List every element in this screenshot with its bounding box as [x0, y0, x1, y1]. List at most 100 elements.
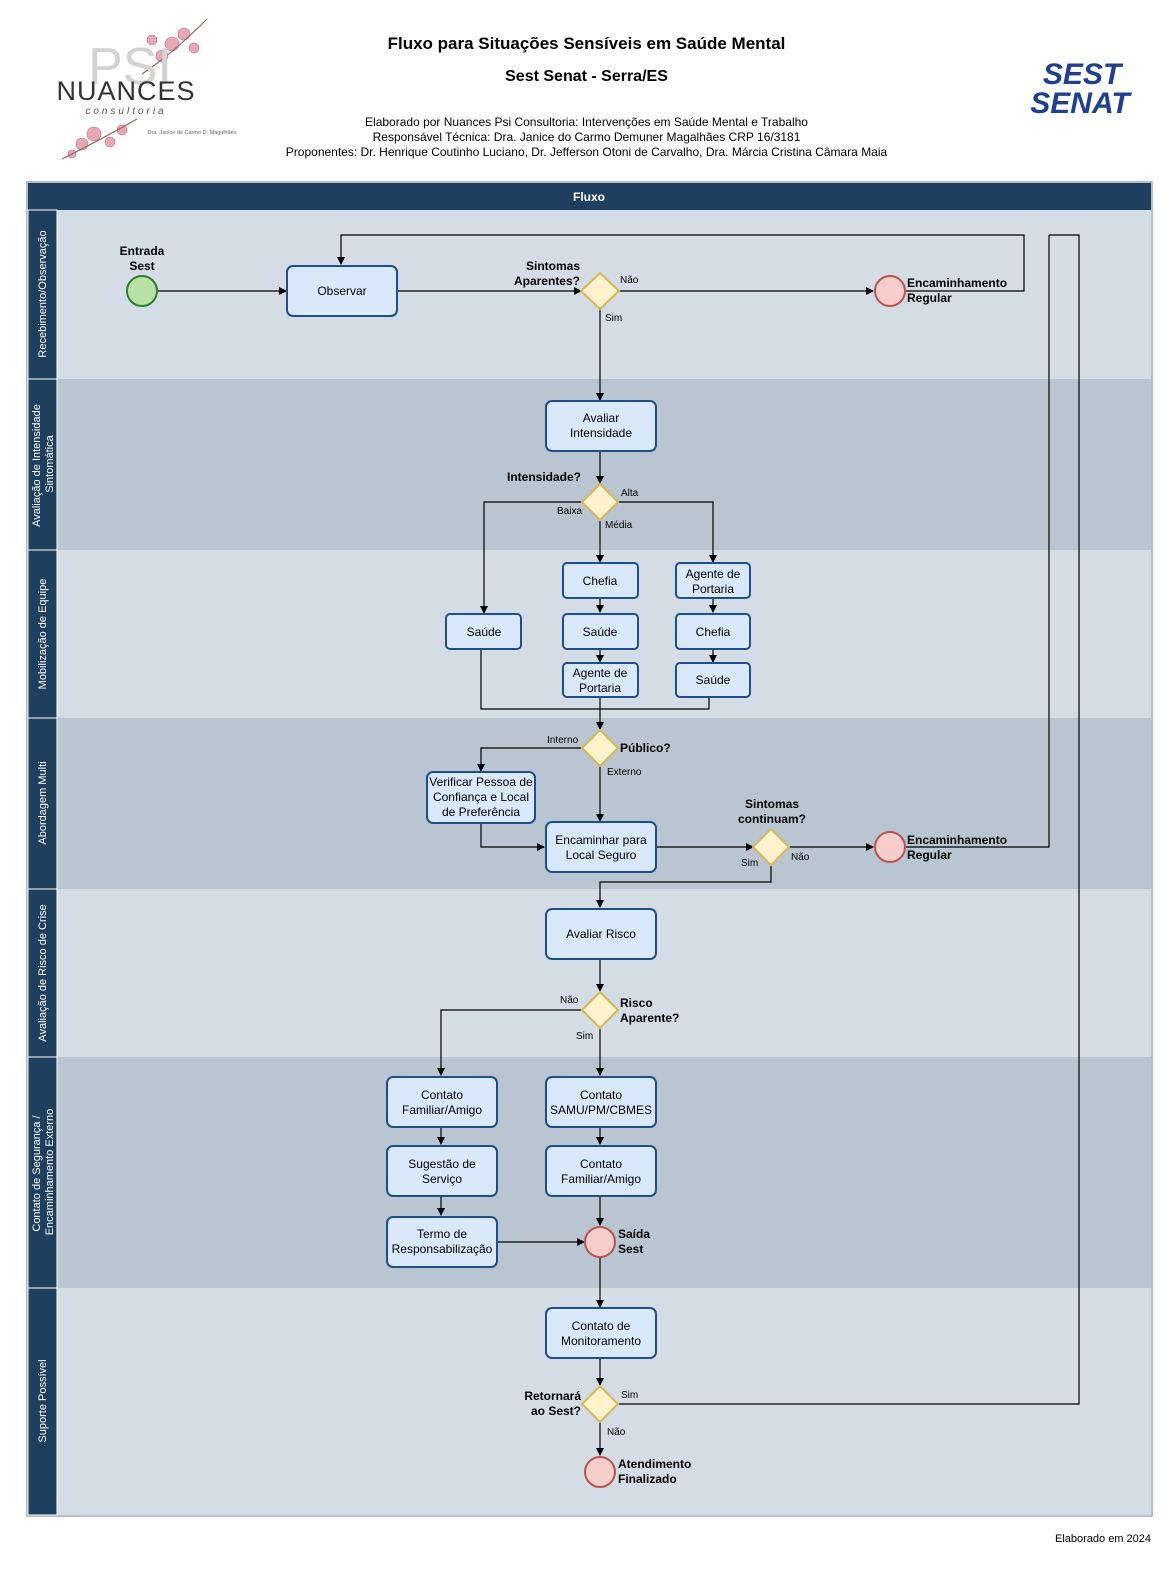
sest-wordmark: SEST [1043, 58, 1124, 91]
edge-label-continuam-sim: Sim [741, 858, 758, 869]
task-saude-alta[interactable] [675, 662, 751, 698]
gateway-retorno[interactable] [580, 1384, 620, 1424]
label-q-publico: Público? [620, 741, 671, 755]
lane-header-abordagem [27, 717, 58, 890]
task-observar[interactable] [286, 265, 398, 317]
edge-label-publico-interno: Interno [547, 735, 579, 746]
task-avaliar-intensidade[interactable] [545, 400, 657, 452]
nuances-signature: Dra. Janice do Carmo D. Magalhães [148, 130, 237, 136]
label-observar: Observar [317, 284, 366, 298]
page-title: Fluxo para Situações Sensíveis em Saúde … [387, 34, 786, 53]
task-monitoramento[interactable] [545, 1307, 657, 1359]
page-subtitle: Sest Senat - Serra/ES [505, 68, 668, 85]
nuances-wordmark: NUANCES [56, 76, 195, 106]
gateway-intensidade[interactable] [580, 482, 620, 522]
end-event-saida[interactable] [584, 1226, 616, 1258]
lane-header-recebimento [27, 209, 58, 380]
task-sugestao[interactable] [386, 1145, 498, 1197]
end-event-finalizado[interactable] [584, 1456, 616, 1488]
edge-label-intensidade-alta: Alta [621, 488, 639, 499]
gateway-continuam[interactable] [751, 827, 791, 867]
edge-label-intensidade-media: Média [605, 520, 633, 531]
edge-label-retorno-sim: Sim [621, 1390, 638, 1401]
task-saude-media[interactable] [562, 613, 639, 650]
lane-label-recebimento: Recebimento/Observação [37, 230, 49, 357]
edge-label-risco-nao: Não [560, 995, 579, 1006]
edge-label-sintomas-nao: Não [620, 275, 639, 286]
edge-verificar-encaminhar [480, 823, 545, 851]
edge-label-sintomas-sim: Sim [605, 313, 622, 324]
footer-date: Elaborado em 2024 [1054, 1533, 1151, 1545]
label-chefia-media: Chefia [583, 574, 618, 588]
task-saude-baixa[interactable] [445, 613, 522, 650]
task-encaminhar[interactable] [545, 821, 657, 873]
label-chefia-alta: Chefia [696, 625, 731, 639]
edge-intensidade-baixa [480, 501, 582, 614]
credit-line-2: Responsável Técnica: Dra. Janice do Carm… [372, 130, 801, 144]
gateway-sintomas[interactable] [579, 271, 621, 311]
nuances-psi-logo: PSI NUANCES consultoria Dra. Janice do C… [56, 18, 237, 160]
task-portaria-alta[interactable] [675, 562, 751, 599]
task-termo[interactable] [386, 1216, 498, 1268]
end-event-regular-1[interactable] [874, 275, 906, 307]
gateway-publico[interactable] [580, 728, 620, 768]
edge-continuam-sim [596, 864, 772, 908]
label-saude-baixa: Saúde [467, 625, 502, 639]
lane-label-abordagem: Abordagem Multi [37, 761, 49, 844]
label-saude-media: Saúde [583, 625, 618, 639]
task-chefia-media[interactable] [562, 562, 639, 599]
credit-line-1: Elaborado por Nuances Psi Consultoria: I… [365, 115, 808, 129]
lane-header-mobilizacao [27, 549, 58, 719]
senat-wordmark: SENAT [1030, 87, 1132, 118]
label-saude-alta: Saúde [696, 673, 731, 687]
edge-regular2-loop [906, 235, 1050, 848]
edge-risco-nao [437, 1009, 582, 1076]
edge-intensidade-alta [618, 501, 717, 563]
edge-label-continuam-nao: Não [791, 852, 810, 863]
task-avaliar-risco[interactable] [545, 908, 657, 960]
lane-label-intensidade: Avaliação de Intensidade Sintomática [31, 401, 56, 527]
lane-header-contato [27, 1056, 58, 1289]
end-event-regular-2[interactable] [874, 831, 906, 863]
edge-publico-interno [477, 747, 582, 772]
credit-line-3: Proponentes: Dr. Henrique Coutinho Lucia… [285, 145, 888, 159]
task-portaria-media[interactable] [562, 662, 639, 698]
edge-label-risco-sim: Sim [576, 1031, 593, 1042]
task-chefia-alta[interactable] [675, 613, 751, 650]
task-verificar[interactable] [426, 771, 536, 824]
edge-regular1-loop [337, 234, 1025, 292]
lane-header-risco [27, 888, 58, 1058]
task-contato-familiar-nao[interactable] [386, 1076, 498, 1128]
edge-label-publico-externo: Externo [607, 767, 642, 778]
lane-label-contato: Contato de Segurança / Encaminhamento Ex… [31, 1109, 56, 1236]
gateway-risco[interactable] [580, 990, 620, 1030]
psi-monogram: PSI [88, 38, 172, 96]
task-contato-samu[interactable] [545, 1076, 657, 1128]
start-event[interactable] [126, 275, 158, 307]
edge-label-retorno-nao: Não [607, 1427, 626, 1438]
lane-label-suporte: Suporte Possível [37, 1359, 49, 1442]
task-contato-familiar-sim[interactable] [545, 1145, 657, 1197]
lane-header-intensidade [27, 378, 58, 551]
edge-label-intensidade-baixa: Baixa [557, 506, 582, 517]
label-avaliar-risco: Avaliar Risco [566, 927, 636, 941]
